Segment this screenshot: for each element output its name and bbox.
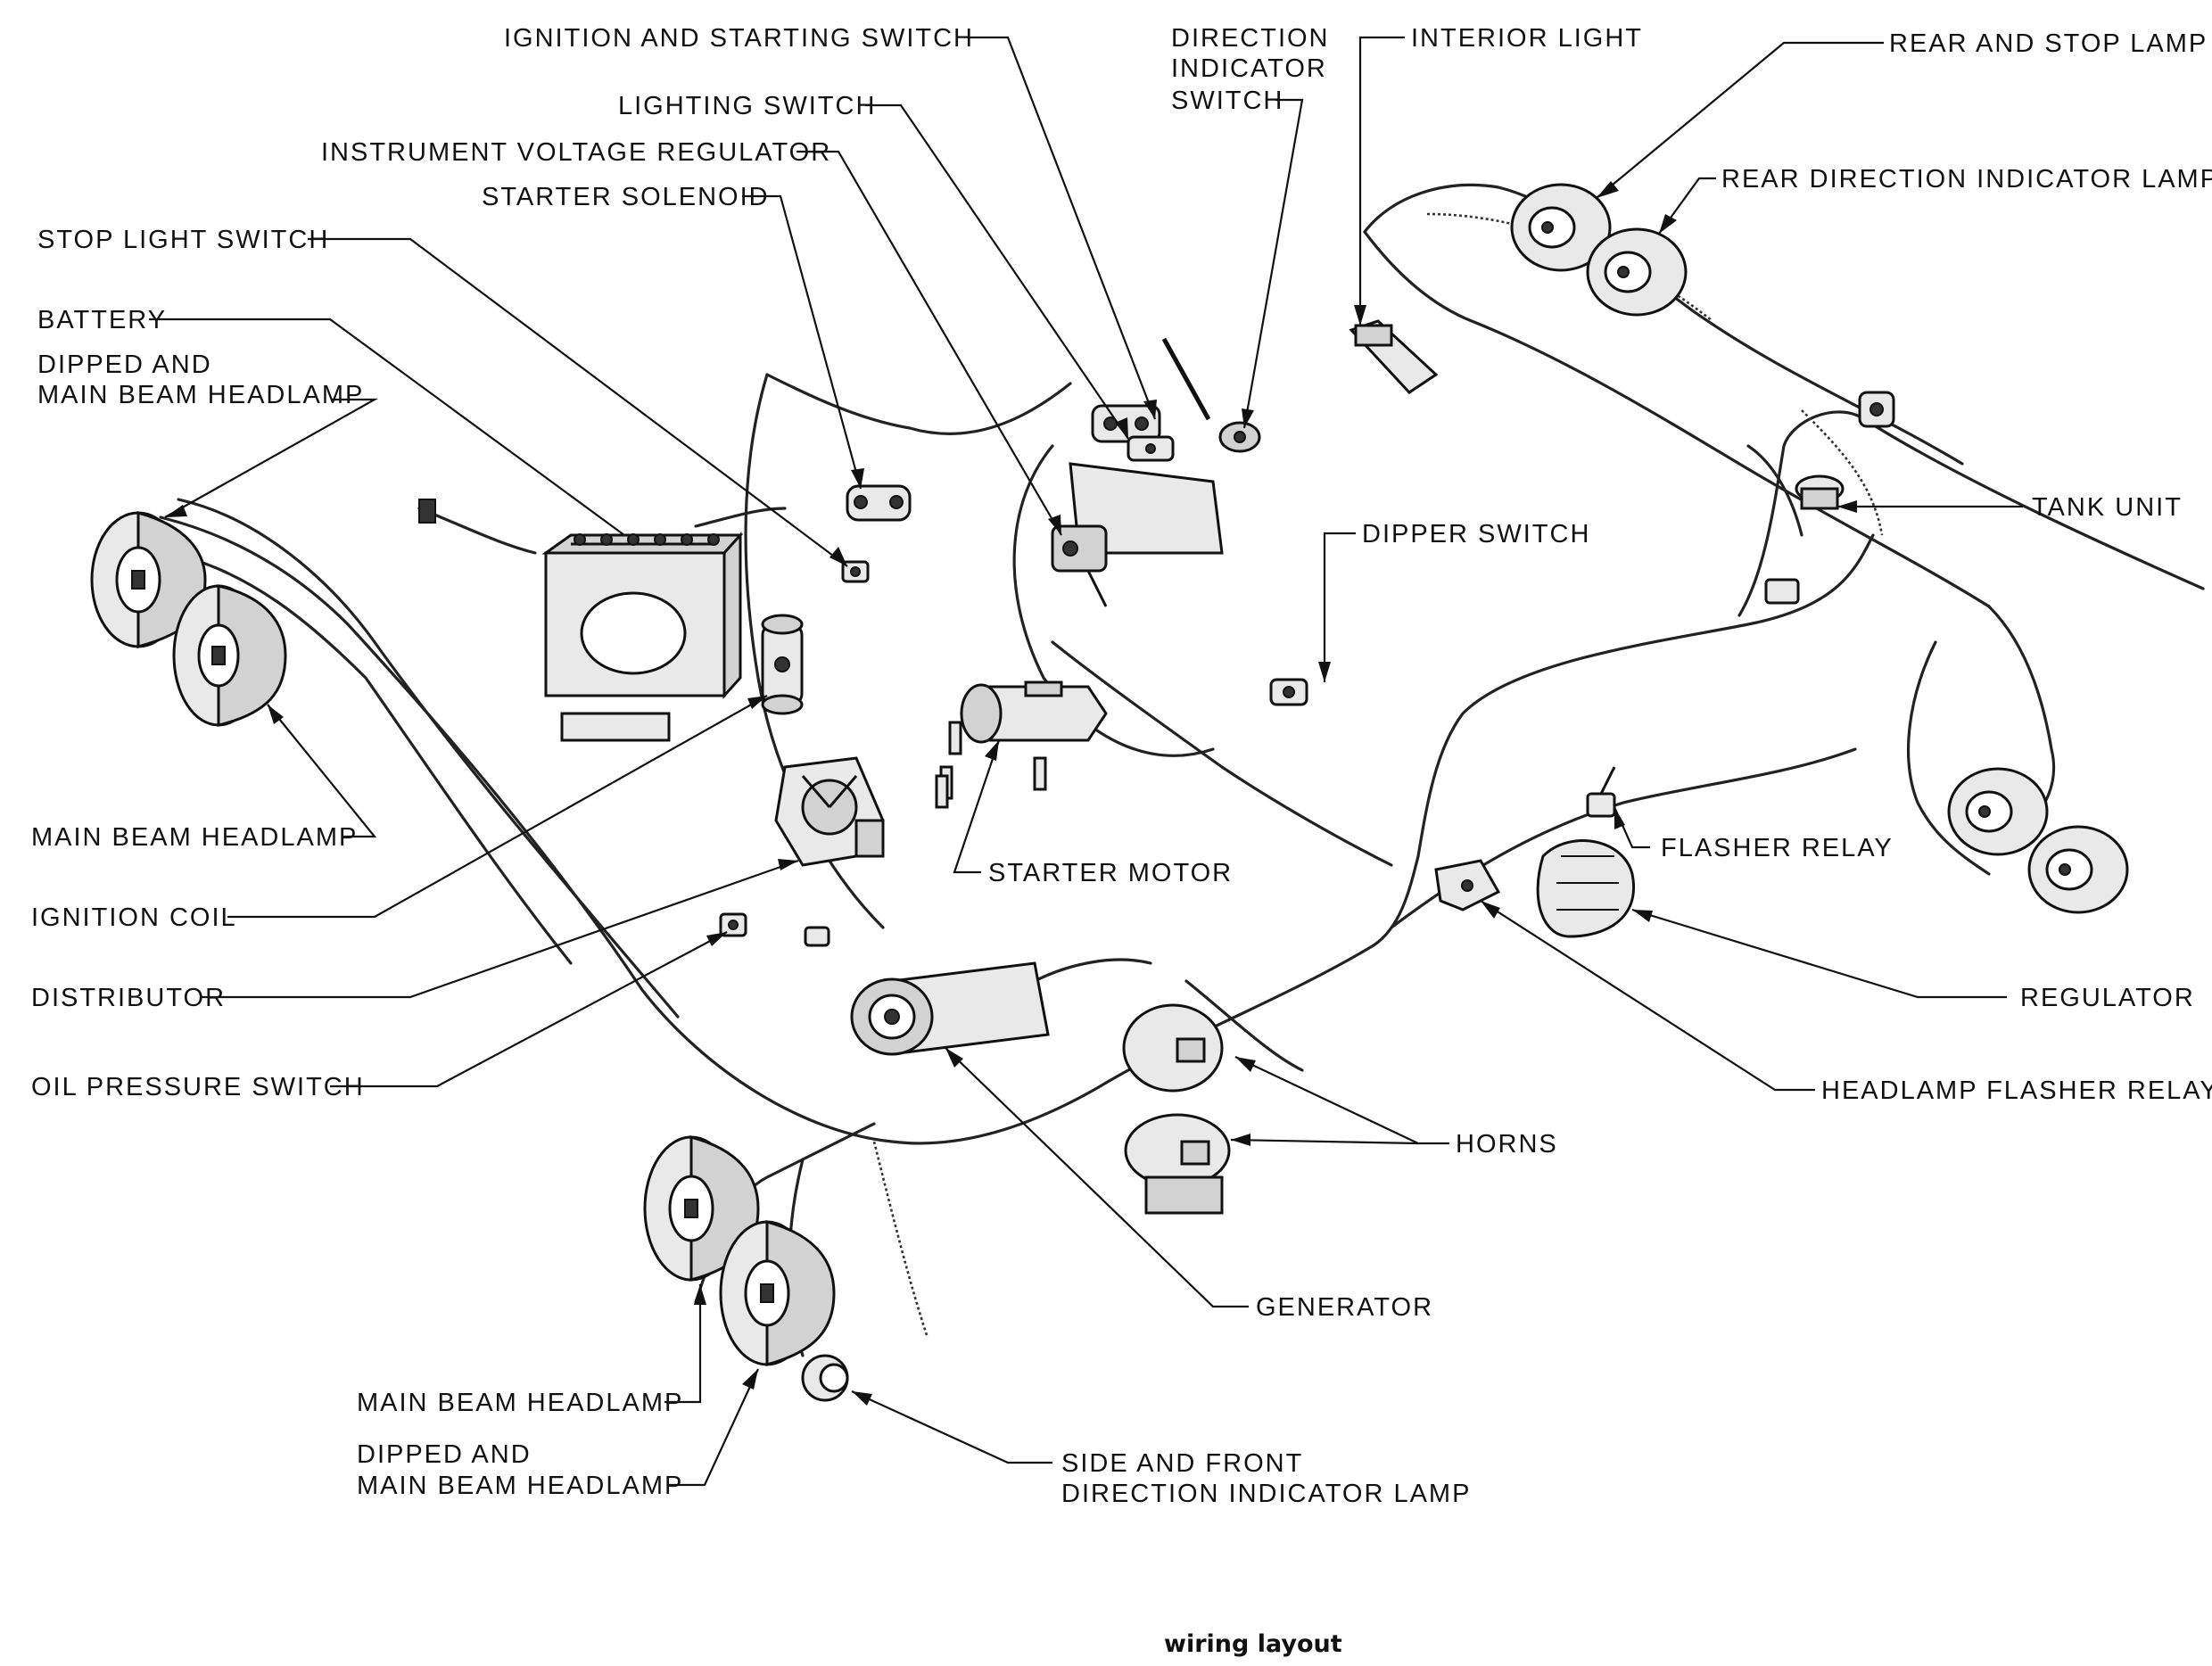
headlamp-flasher-relay-icon xyxy=(1434,859,1501,911)
label-main-beam-headlamp-bottom: MAIN BEAM HEADLAMP xyxy=(357,1389,683,1417)
stop-light-switch-icon xyxy=(841,560,870,583)
label-ignition-starting-switch: IGNITION AND STARTING SWITCH xyxy=(504,24,974,53)
label-stop-light-switch: STOP LIGHT SWITCH xyxy=(37,226,329,254)
label-tank-unit: TANK UNIT xyxy=(2032,493,2183,522)
tank-unit-icon xyxy=(1764,474,1845,605)
label-dipped-main-bottom-line1: DIPPED AND xyxy=(357,1440,532,1469)
label-main-beam-headlamp-left: MAIN BEAM HEADLAMP xyxy=(31,823,358,852)
spark-plugs-icon xyxy=(935,721,1047,809)
label-dipped-main-bottom-line2: MAIN BEAM HEADLAMP xyxy=(357,1472,683,1500)
instrument-voltage-regulator-icon xyxy=(1051,462,1224,607)
label-dipper-switch: DIPPER SWITCH xyxy=(1362,520,1590,548)
rear-stop-lamp-icon xyxy=(1510,183,1612,272)
label-direction-indicator-line3: SWITCH xyxy=(1171,87,1283,115)
label-rear-direction-indicator-lamp: REAR DIRECTION INDICATOR LAMP xyxy=(1721,165,2212,194)
interior-light-icon xyxy=(1349,319,1439,394)
headlamp-dipped-main-bottom-icon xyxy=(719,1220,836,1366)
side-front-indicator-lamp-icon xyxy=(801,1354,849,1402)
label-rear-stop-lamp: REAR AND STOP LAMP xyxy=(1889,29,2208,58)
label-side-front-indicator-line2: DIRECTION INDICATOR LAMP xyxy=(1061,1480,1471,1508)
direction-indicator-switch-icon xyxy=(1161,337,1261,453)
dipper-switch-icon xyxy=(1269,678,1308,706)
label-horns: HORNS xyxy=(1456,1130,1558,1159)
label-generator: GENERATOR xyxy=(1256,1293,1433,1322)
rear-lamp-right-upper-icon xyxy=(1947,767,2049,856)
lighting-switch-icon xyxy=(1127,435,1175,462)
label-dipped-main-left-line1: DIPPED AND xyxy=(37,351,212,379)
label-lighting-switch: LIGHTING SWITCH xyxy=(618,92,876,120)
label-ignition-coil: IGNITION COIL xyxy=(31,903,237,932)
label-interior-light: INTERIOR LIGHT xyxy=(1411,24,1643,53)
label-side-front-indicator-line1: SIDE AND FRONT xyxy=(1061,1449,1303,1478)
rear-lamp-right-lower-icon xyxy=(2027,825,2129,914)
label-direction-indicator-line2: INDICATOR xyxy=(1171,54,1327,83)
label-regulator: REGULATOR xyxy=(2020,984,2195,1012)
ignition-coil-icon xyxy=(761,614,804,715)
distributor-icon xyxy=(774,756,885,867)
flasher-relay-icon xyxy=(1586,766,1616,818)
label-distributor: DISTRIBUTOR xyxy=(31,984,226,1012)
battery-icon xyxy=(418,499,744,742)
number-plate-lamp-icon xyxy=(1858,391,1895,428)
leader-lines xyxy=(149,36,2023,1487)
label-oil-pressure-switch: OIL PRESSURE SWITCH xyxy=(31,1073,365,1101)
label-dipped-main-left-line2: MAIN BEAM HEADLAMP xyxy=(37,381,364,409)
diagram-caption: wiring layout xyxy=(1164,1630,1342,1658)
horns-icon xyxy=(1122,1003,1231,1215)
rear-direction-indicator-lamp-icon xyxy=(1586,227,1688,317)
headlamp-main-beam-left-icon xyxy=(172,584,287,727)
label-direction-indicator-line1: DIRECTION xyxy=(1171,24,1330,53)
label-starter-solenoid: STARTER SOLENOID xyxy=(482,183,770,211)
label-starter-motor: STARTER MOTOR xyxy=(988,859,1233,887)
starter-motor-icon xyxy=(960,680,1108,744)
label-headlamp-flasher-relay: HEADLAMP FLASHER RELAY xyxy=(1821,1076,2212,1105)
label-flasher-relay: FLASHER RELAY xyxy=(1661,834,1894,862)
regulator-icon xyxy=(1536,839,1635,938)
label-instrument-voltage-regulator: INSTRUMENT VOLTAGE REGULATOR xyxy=(321,138,831,167)
label-battery: BATTERY xyxy=(37,306,167,334)
starter-solenoid-icon xyxy=(846,484,912,522)
oil-pressure-switch-icon xyxy=(719,912,830,947)
generator-icon xyxy=(850,961,1050,1056)
